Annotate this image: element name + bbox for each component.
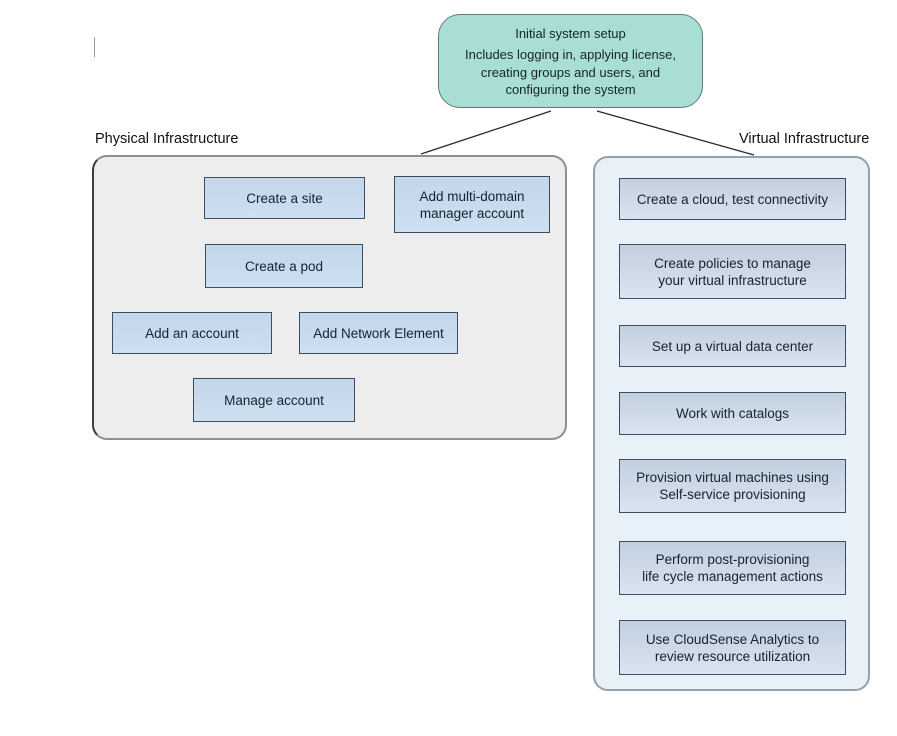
node-create-a-cloud-test-connectivity: Create a cloud, test connectivity	[619, 178, 846, 220]
initial-setup-node: Initial system setup Includes logging in…	[438, 14, 703, 108]
node-post-provisioning-actions: Perform post-provisioning life cycle man…	[619, 541, 846, 595]
node-create-a-pod: Create a pod	[205, 244, 363, 288]
node-manage-account: Manage account	[193, 378, 355, 422]
initial-setup-title: Initial system setup	[515, 26, 626, 41]
virtual-infrastructure-label: Virtual Infrastructure	[739, 131, 870, 147]
node-provision-virtual-machines: Provision virtual machines using Self-se…	[619, 459, 846, 513]
node-add-network-element: Add Network Element	[299, 312, 458, 354]
physical-infrastructure-label: Physical Infrastructure	[95, 131, 239, 147]
node-add-an-account: Add an account	[112, 312, 272, 354]
node-work-with-catalogs: Work with catalogs	[619, 392, 846, 435]
initial-setup-description: Includes logging in, applying license, c…	[464, 47, 677, 97]
node-add-multi-domain-manager-account: Add multi-domain manager account	[394, 176, 550, 233]
node-create-policies: Create policies to manage your virtual i…	[619, 244, 846, 299]
node-create-a-site: Create a site	[204, 177, 365, 219]
node-set-up-virtual-data-center: Set up a virtual data center	[619, 325, 846, 367]
node-cloudsense-analytics: Use CloudSense Analytics to review resou…	[619, 620, 846, 675]
cursor-artifact	[94, 37, 95, 57]
